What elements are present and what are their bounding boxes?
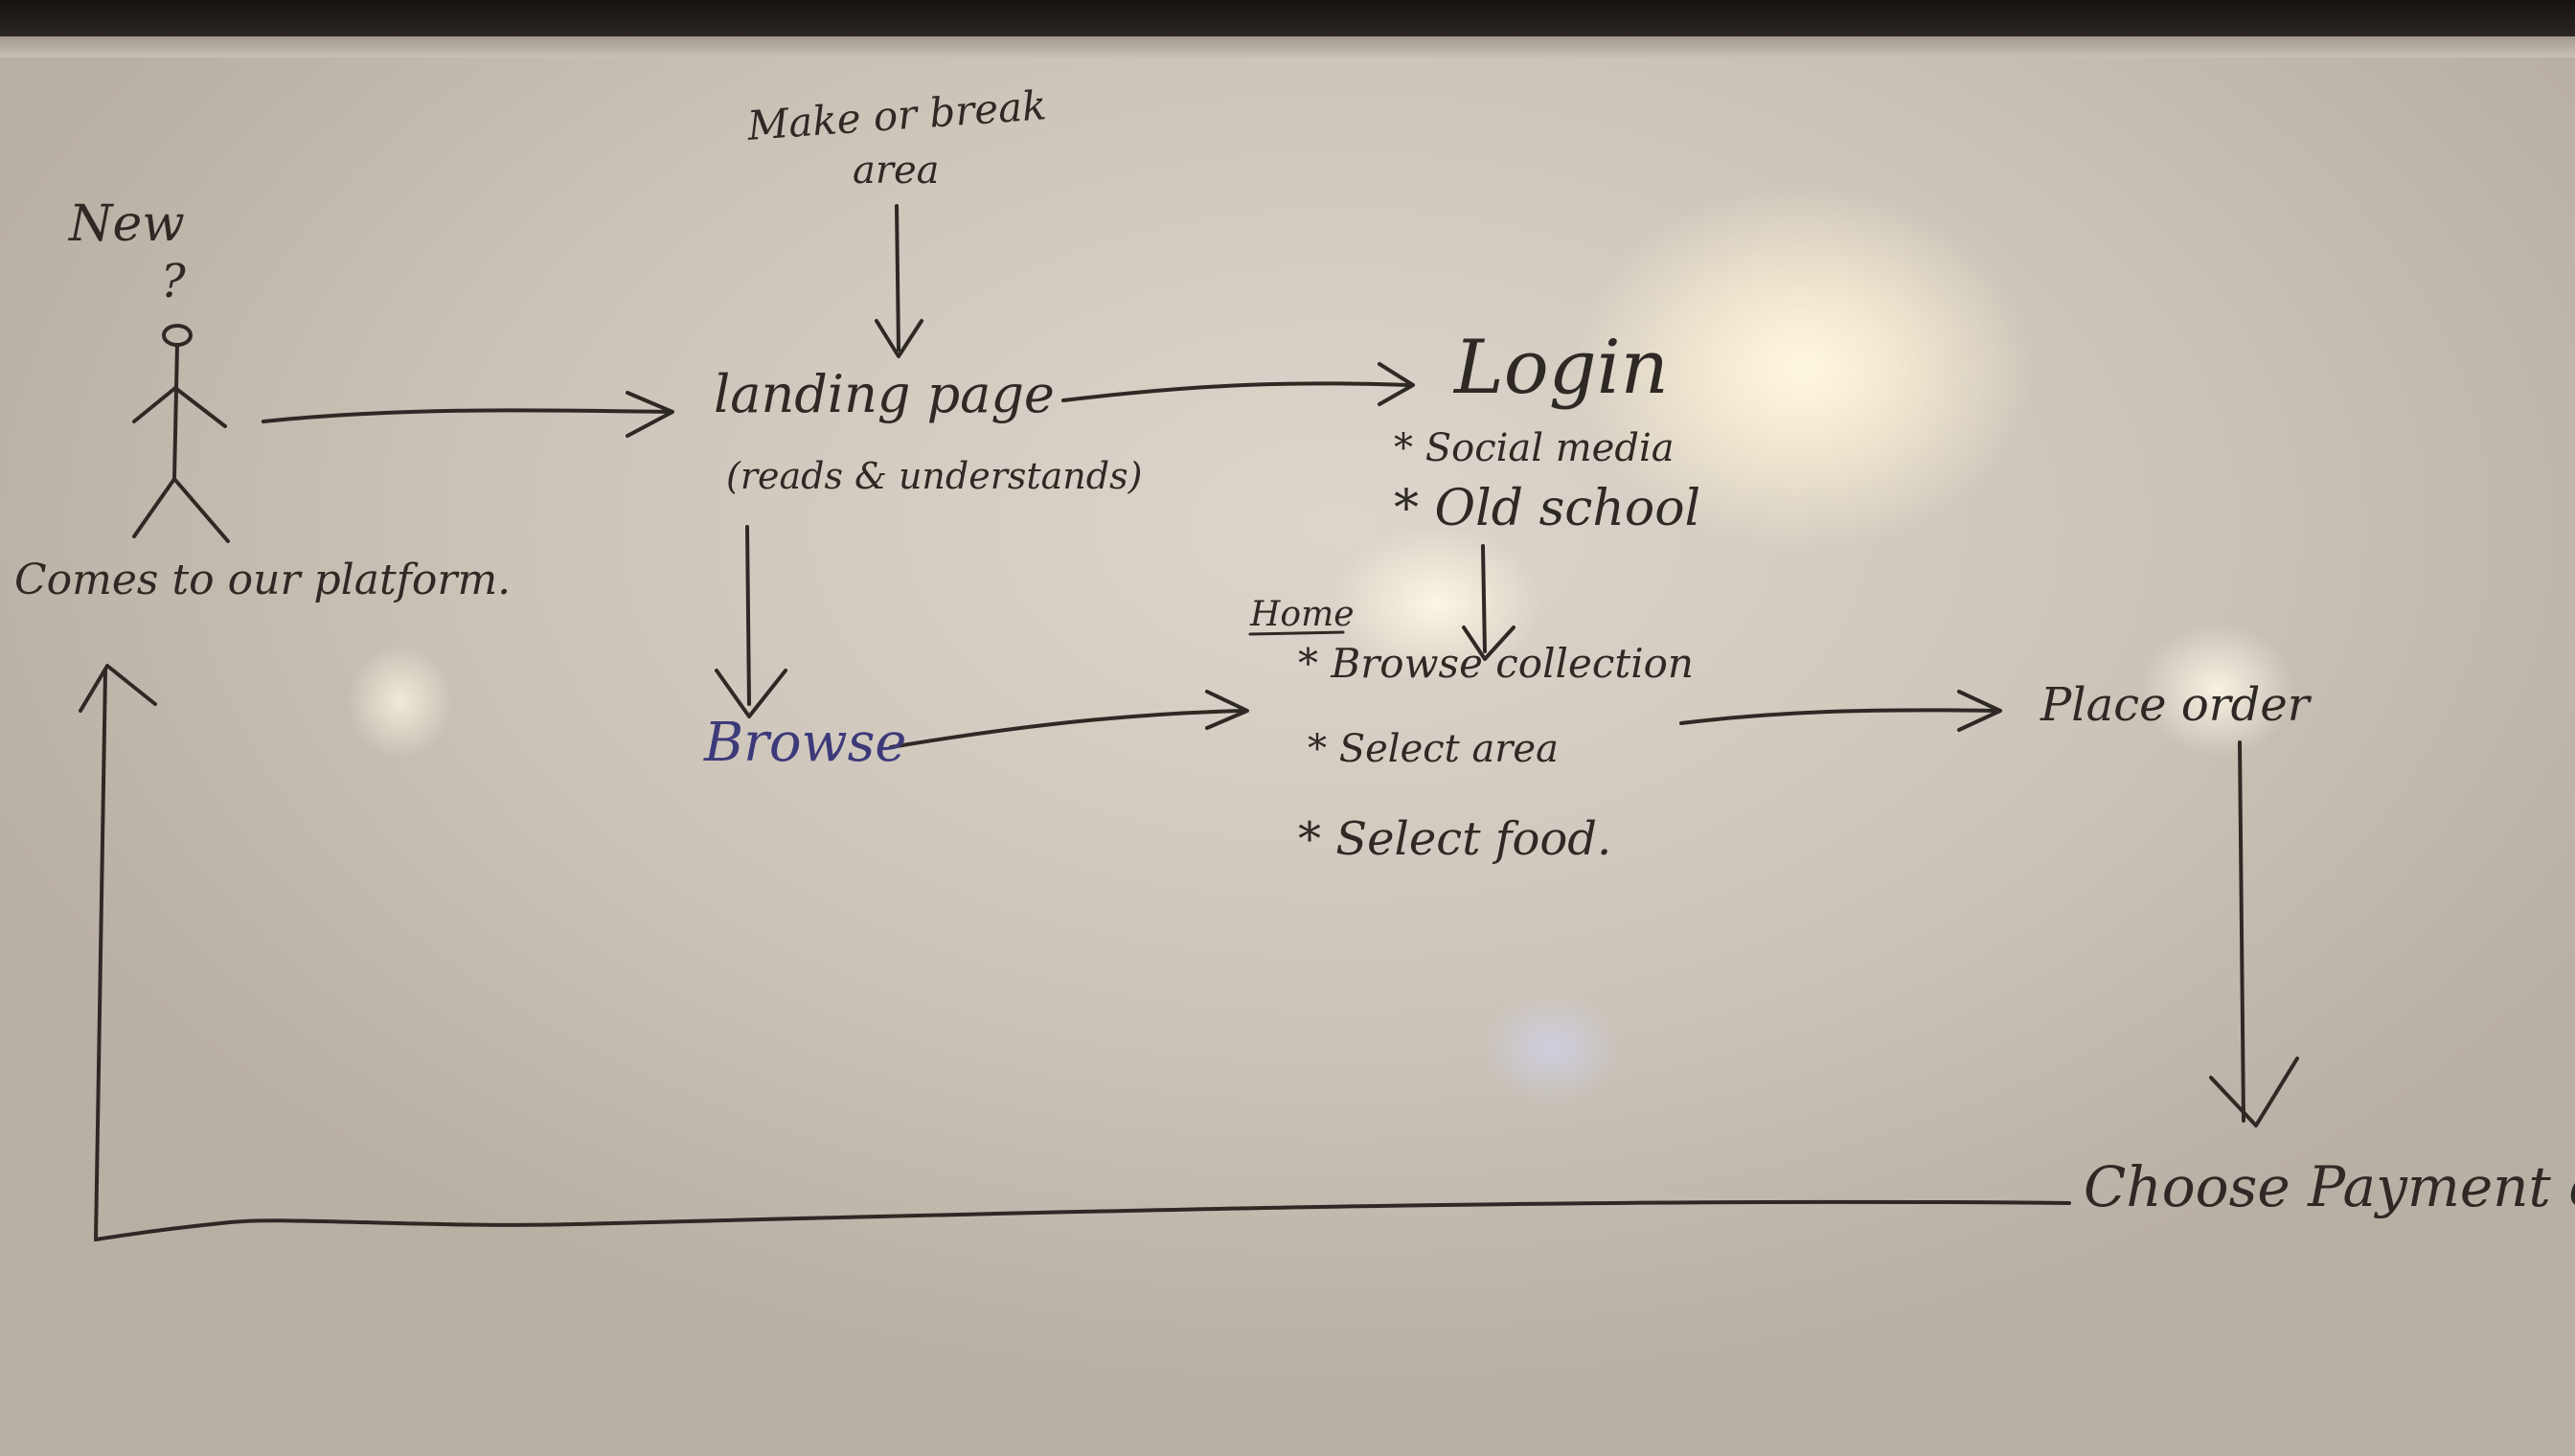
arrow-person-to-landing xyxy=(262,391,674,438)
stick-figure-icon xyxy=(132,324,230,543)
arrow-home-to-place-order xyxy=(1679,690,2002,732)
label-select-area: * Select area xyxy=(1308,727,1559,771)
label-new: New xyxy=(69,195,185,253)
whiteboard-frame xyxy=(0,0,2575,36)
label-select-food: * Select food. xyxy=(1298,812,1612,866)
label-comes-to-platform: Comes to our platform. xyxy=(14,556,512,604)
label-area: area xyxy=(853,148,940,193)
arrow-landing-to-browse xyxy=(715,525,787,718)
arrow-browse-to-home xyxy=(889,690,1249,749)
label-browse: Browse xyxy=(704,712,907,774)
label-login: Login xyxy=(1454,325,1669,411)
label-question-mark: ? xyxy=(161,255,186,308)
label-social-media: * Social media xyxy=(1394,426,1675,470)
arrow-place-order-to-payment xyxy=(2209,740,2299,1127)
whiteboard-frame-lip xyxy=(0,36,2575,57)
label-old-school: * Old school xyxy=(1394,480,1701,537)
label-choose-payment: Choose Payment o xyxy=(2084,1154,2575,1219)
arrow-make-or-break-to-landing xyxy=(875,204,923,358)
arrow-login-to-home xyxy=(1462,544,1515,661)
label-landing-page: landing page xyxy=(714,364,1055,424)
label-home: Home xyxy=(1250,595,1355,634)
label-place-order: Place order xyxy=(2040,678,2310,732)
label-reads-understands: (reads & understands) xyxy=(726,455,1143,497)
arrow-payment-to-person xyxy=(79,664,2071,1241)
label-browse-collection: * Browse collection xyxy=(1298,640,1694,687)
arrow-landing-to-login xyxy=(1061,362,1415,406)
